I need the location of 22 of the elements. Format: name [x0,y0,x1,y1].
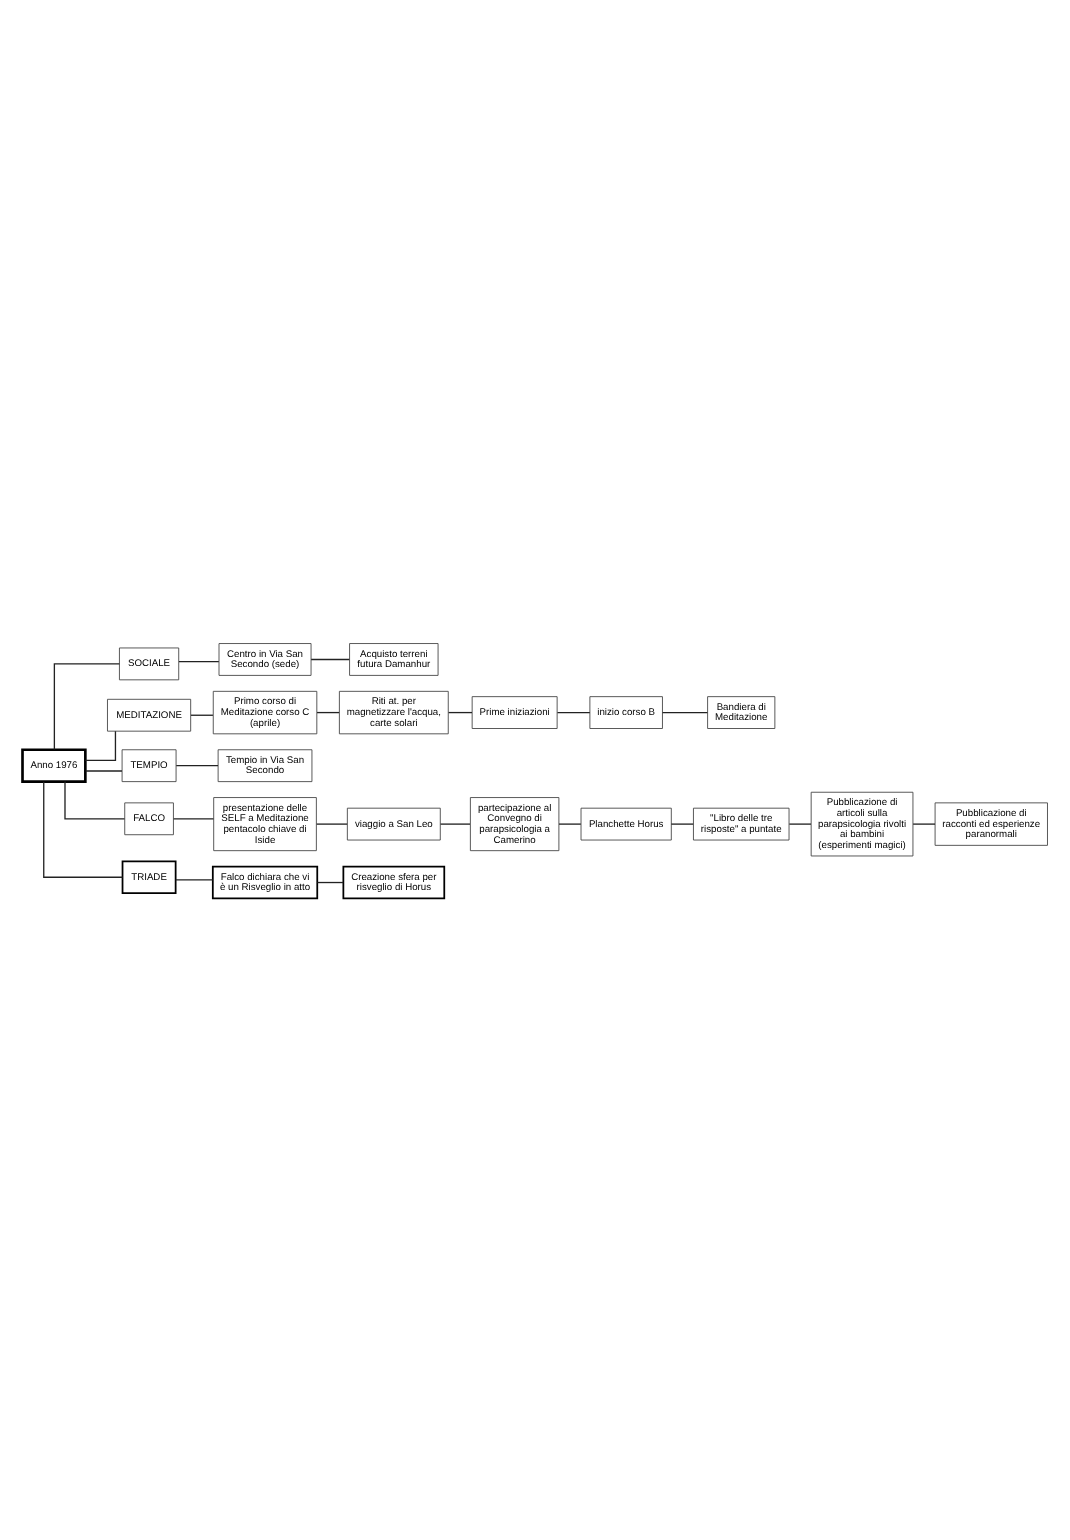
connector [558,822,582,824]
connector [190,713,214,715]
connector [316,710,340,713]
connector [316,822,348,824]
connector [788,822,812,824]
connector [912,822,936,824]
connector [84,729,117,761]
connector [556,710,591,713]
connector [43,780,124,877]
connector [661,710,709,713]
connector [175,878,214,880]
connector [439,822,471,824]
connector [447,710,473,713]
connector [64,779,126,819]
connector [670,822,694,824]
connector [84,769,123,771]
connector [316,880,344,883]
connector [310,657,350,660]
connector [173,817,215,819]
connector [53,662,121,750]
connector [178,660,220,662]
connector [175,764,219,766]
